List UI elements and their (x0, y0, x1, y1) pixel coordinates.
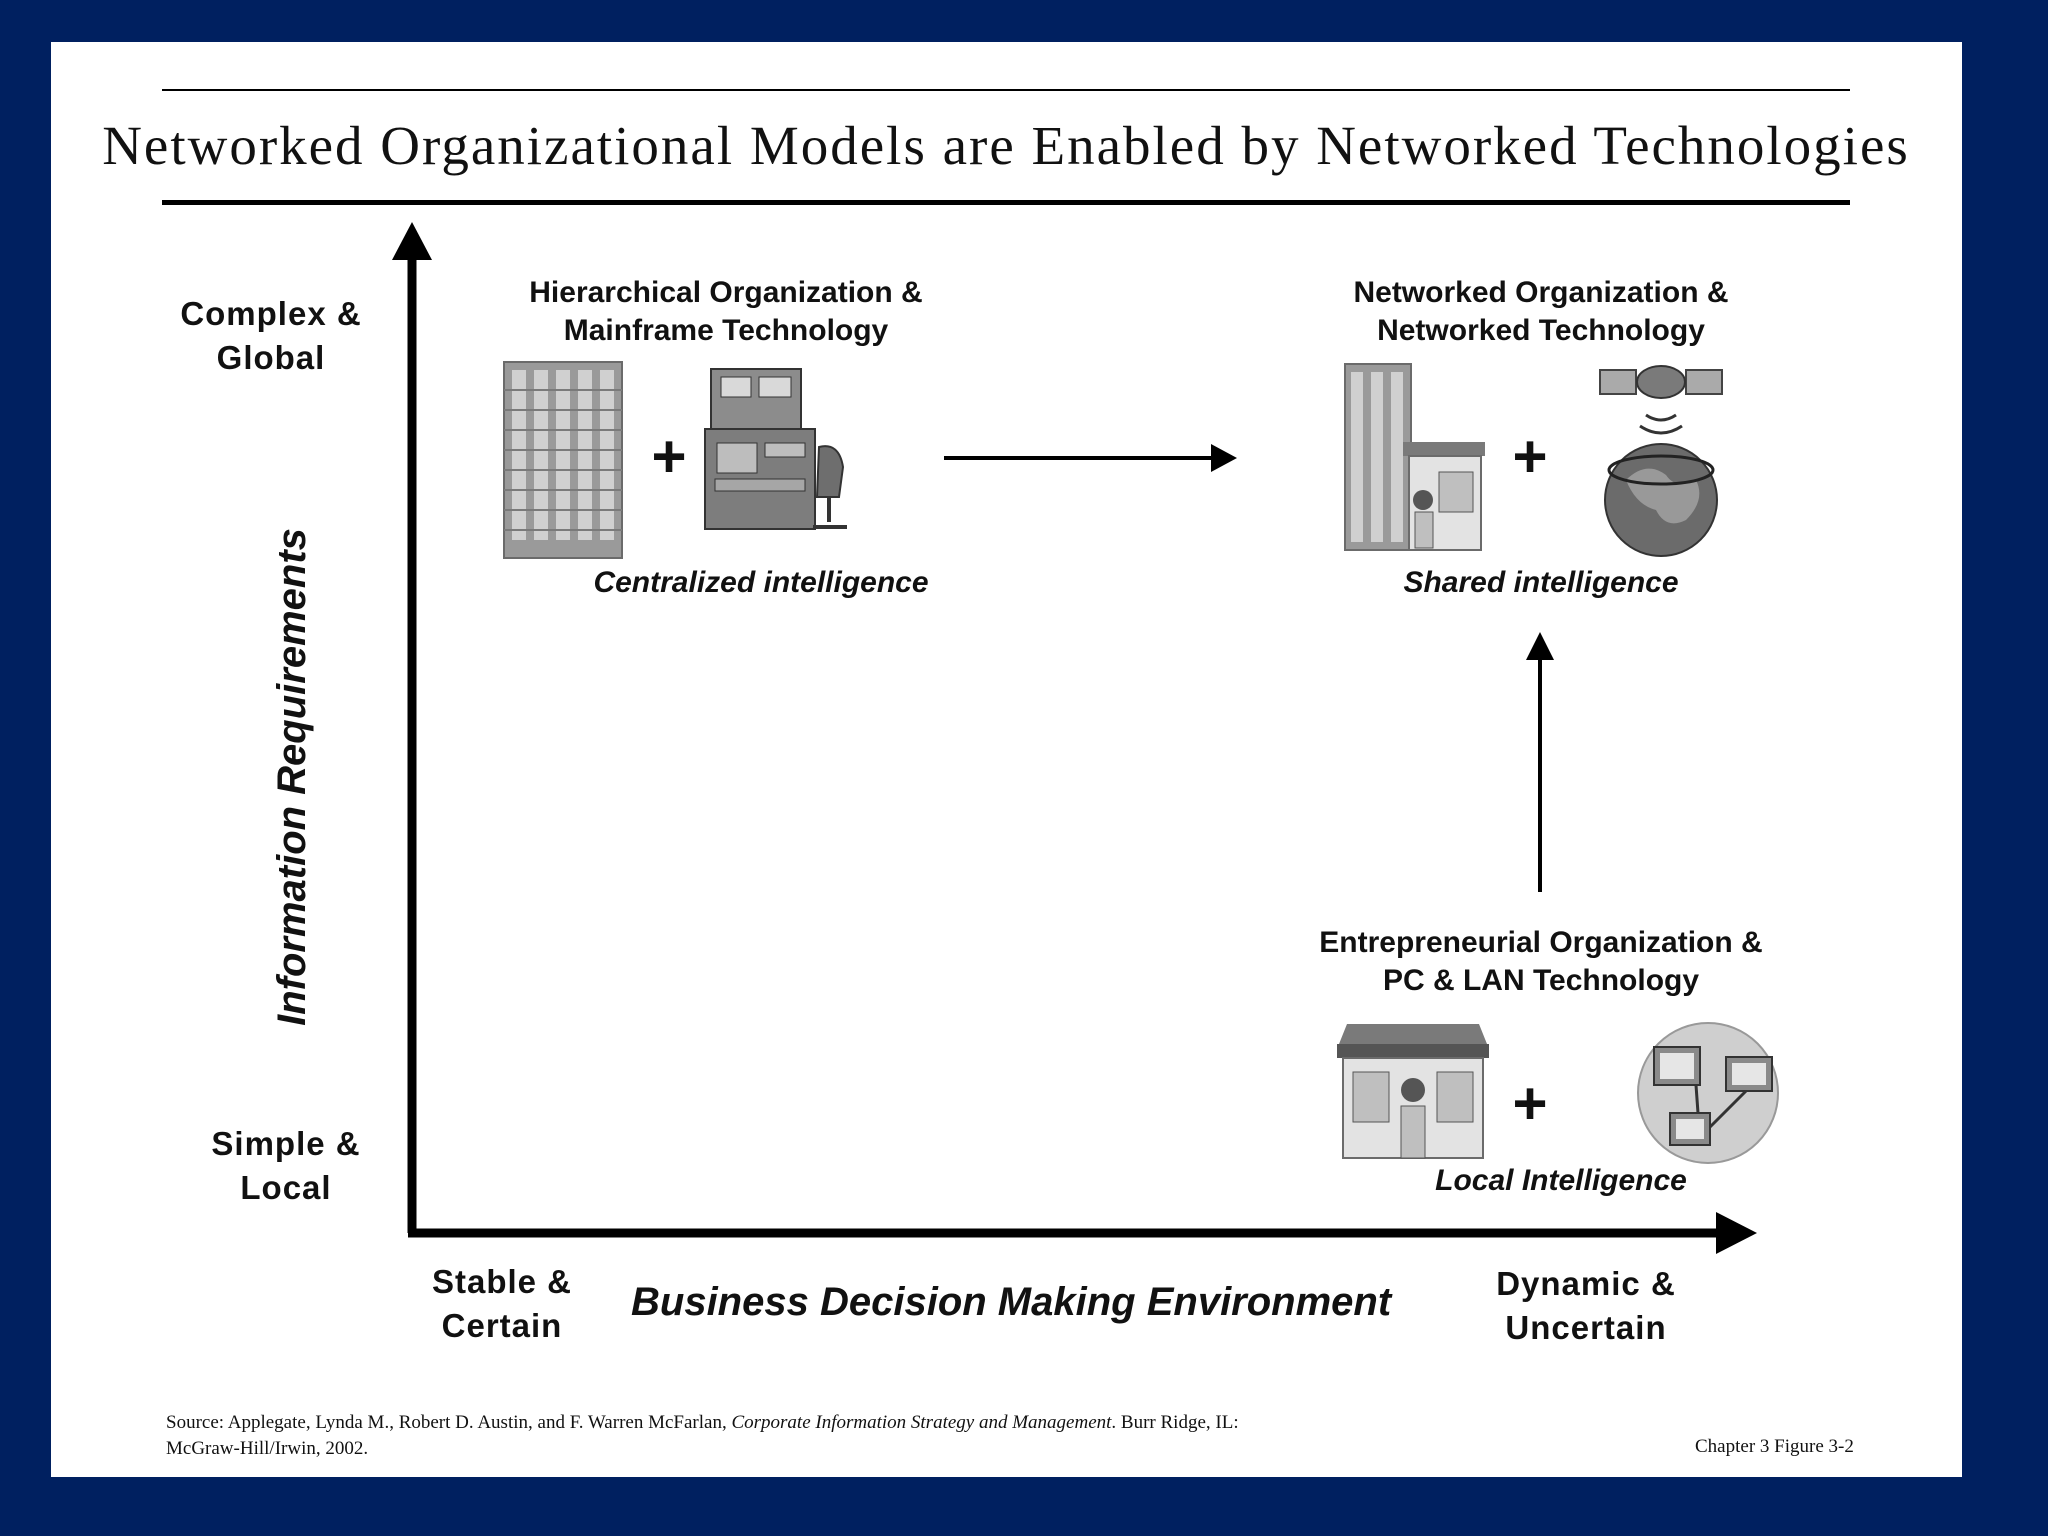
x-axis-left-line2: Certain (441, 1307, 563, 1344)
y-axis-bottom-line2: Local (240, 1169, 332, 1206)
networked-title-line1: Networked Organization & (1353, 276, 1729, 309)
x-axis-left-line1: Stable & (431, 1263, 573, 1300)
y-axis-label: Information Requirements (270, 528, 314, 1026)
hierarchical-title-line2: Mainframe Technology (563, 314, 889, 347)
y-axis-bottom-line1: Simple & (211, 1125, 361, 1162)
title-bottom-rule (162, 200, 1850, 205)
entrepreneurial-title-line1: Entrepreneurial Organization & (1319, 926, 1763, 959)
transition-arrow-vertical-head (1526, 632, 1554, 660)
source-citation: Source: Applegate, Lynda M., Robert D. A… (166, 1410, 1666, 1462)
y-axis-bottom-label: Simple & Local (176, 1122, 396, 1210)
x-axis-arrowhead (1716, 1212, 1757, 1254)
hierarchical-title-line1: Hierarchical Organization & (529, 276, 923, 309)
x-axis-right-label: Dynamic & Uncertain (1476, 1262, 1696, 1350)
networked-node-subtitle: Shared intelligence (1403, 566, 1679, 599)
hierarchical-plus-sign: + (651, 423, 687, 490)
y-axis-top-line1: Complex & (180, 295, 362, 332)
x-axis-right-line1: Dynamic & (1496, 1265, 1676, 1302)
networked-plus-sign: + (1512, 423, 1548, 490)
x-axis-label: Business Decision Making Environment (631, 1280, 1392, 1324)
y-axis-top-line2: Global (216, 339, 326, 376)
entrepreneurial-plus-sign: + (1512, 1070, 1548, 1137)
mainframe-computer-icon (704, 368, 847, 530)
slide: Networked Organizational Models are Enab… (51, 42, 1962, 1477)
networked-title-line2: Networked Technology (1377, 314, 1705, 347)
entrepreneurial-node-title: Entrepreneurial Organization & PC & LAN … (1281, 924, 1801, 1000)
source-citation-line1: Source: Applegate, Lynda M., Robert D. A… (166, 1410, 1666, 1436)
axes-and-arrows (392, 222, 1757, 1254)
networked-node-title: Networked Organization & Networked Techn… (1301, 274, 1781, 350)
hierarchical-node-subtitle: Centralized intelligence (593, 566, 929, 599)
office-tower-icon (503, 361, 623, 559)
tower-and-office-icon (1344, 363, 1485, 551)
transition-arrow-horizontal-head (1211, 444, 1237, 472)
slide-title: Networked Organizational Models are Enab… (102, 115, 1910, 176)
y-axis-top-label: Complex & Global (161, 292, 381, 380)
title-top-rule (162, 89, 1850, 91)
figure-reference: Chapter 3 Figure 3-2 (1695, 1436, 1854, 1457)
entrepreneurial-title-line2: PC & LAN Technology (1382, 964, 1700, 997)
x-axis-left-label: Stable & Certain (417, 1260, 587, 1348)
source-citation-line2: McGraw-Hill/Irwin, 2002. (166, 1438, 369, 1459)
y-axis-arrowhead (392, 222, 432, 260)
source-prefix: Source: Applegate, Lynda M., Robert D. A… (166, 1412, 732, 1433)
entrepreneurial-node-subtitle: Local Intelligence (1435, 1164, 1687, 1197)
hierarchical-node-title: Hierarchical Organization & Mainframe Te… (481, 274, 971, 350)
source-suffix: . Burr Ridge, IL: (1111, 1412, 1239, 1433)
source-book-title: Corporate Information Strategy and Manag… (731, 1412, 1112, 1433)
satellite-globe-icon (1599, 365, 1723, 557)
pc-lan-icon (1637, 1022, 1779, 1164)
small-office-icon (1337, 1024, 1489, 1159)
x-axis-right-line2: Uncertain (1505, 1309, 1667, 1346)
